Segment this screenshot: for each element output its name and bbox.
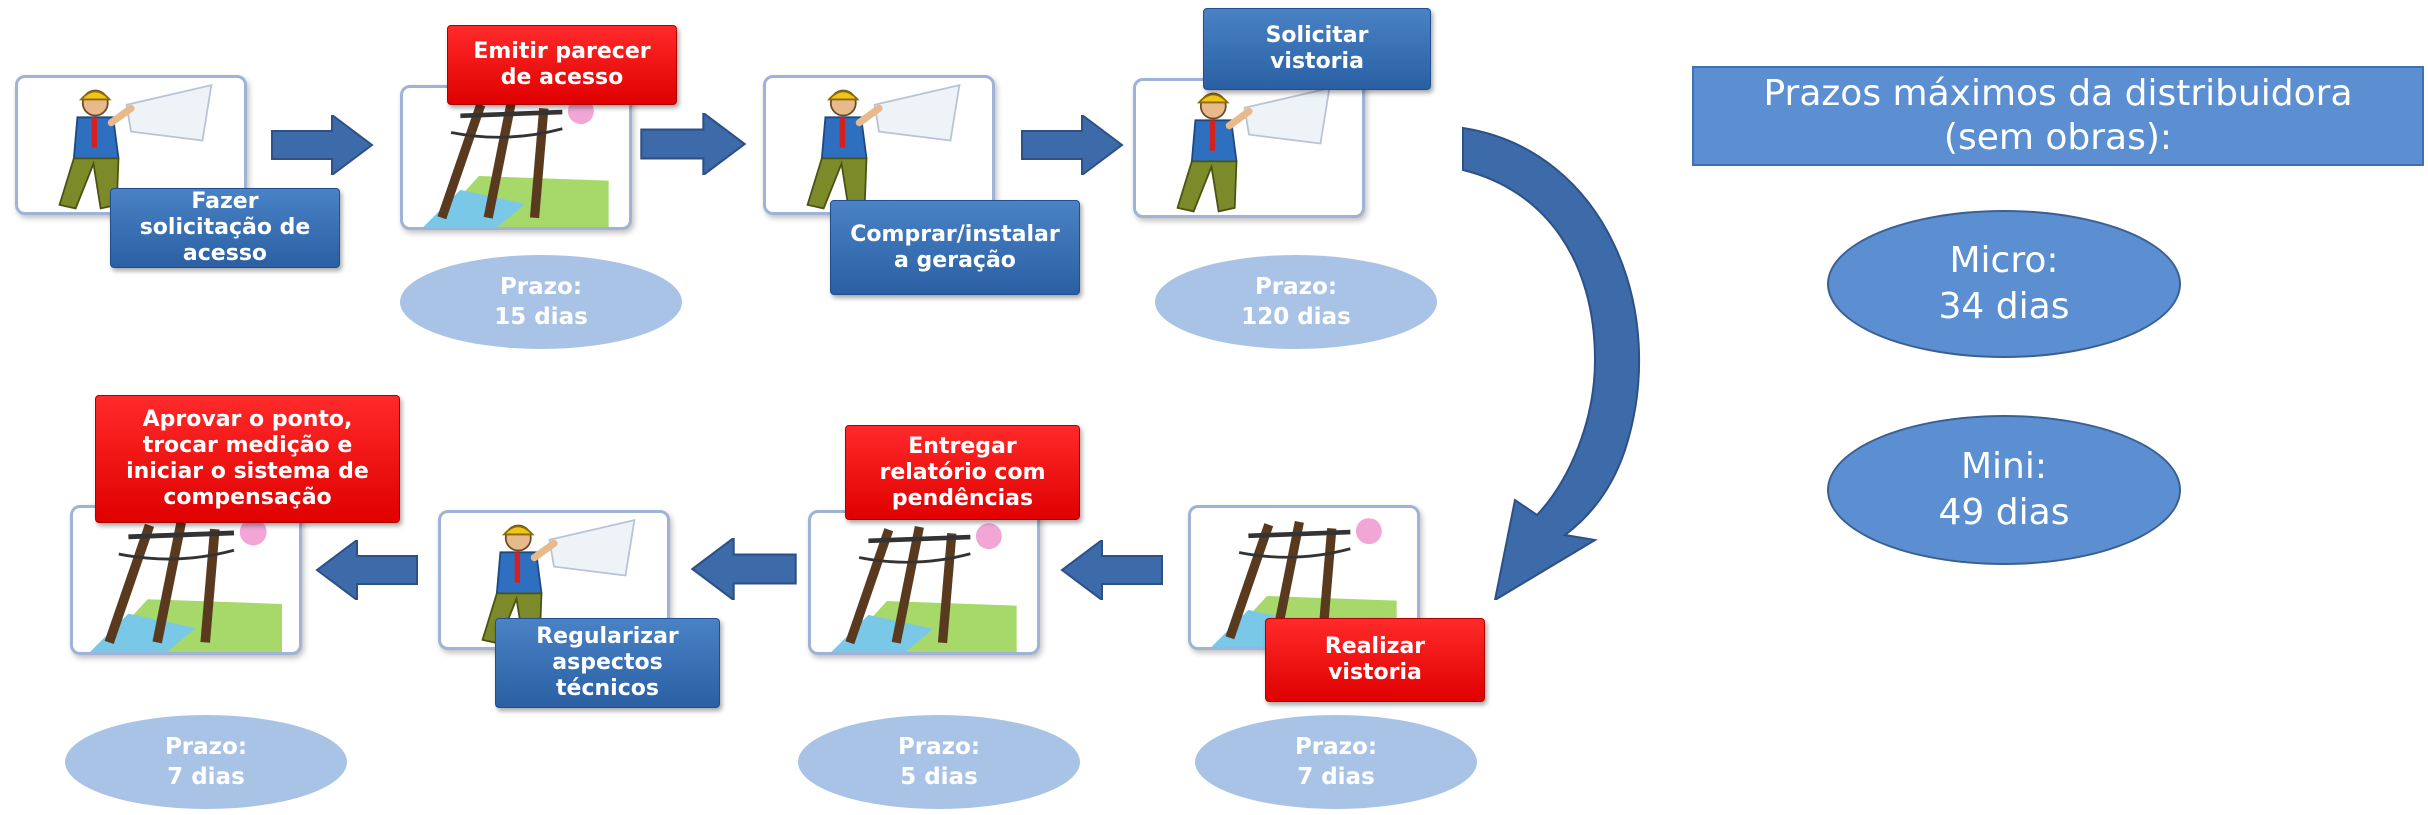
prazo-mini-oval: Mini: 49 dias: [1827, 415, 2181, 565]
power-poles-image: [400, 85, 632, 230]
prazo-7-dias-aprovar: Prazo: 7 dias: [65, 715, 347, 809]
step-realizar-vistoria: Realizar vistoria: [1265, 618, 1485, 702]
curved-return-arrow: [1462, 126, 1641, 600]
flow-arrow-right: [258, 115, 386, 175]
flow-arrow-right: [633, 113, 753, 175]
prazo-120-dias: Prazo: 120 dias: [1155, 255, 1437, 349]
flow-arrow-left: [303, 540, 431, 600]
step-solicitar-vistoria: Solicitar vistoria: [1203, 8, 1431, 90]
step-aprovar-ponto: Aprovar o ponto, trocar medição e inicia…: [95, 395, 400, 523]
prazo-7-dias-realizar: Prazo: 7 dias: [1195, 715, 1477, 809]
step-fazer-solicitacao: Fazer solicitação de acesso: [110, 188, 340, 268]
step-comprar-instalar: Comprar/instalar a geração: [830, 200, 1080, 295]
step-emitir-parecer: Emitir parecer de acesso: [447, 25, 677, 105]
prazo-micro-oval: Micro: 34 dias: [1827, 210, 2181, 358]
prazos-maximos-title: Prazos máximos da distribuidora (sem obr…: [1692, 66, 2424, 166]
worker-image: [1133, 78, 1365, 218]
power-poles-image: [70, 505, 302, 655]
step-entregar-relatorio: Entregar relatório com pendências: [845, 425, 1080, 520]
flow-arrow-right: [1006, 115, 1138, 175]
flow-arrow-left: [1048, 540, 1176, 600]
worker-image: [763, 75, 995, 215]
flow-arrow-left: [680, 538, 808, 600]
power-poles-image: [808, 510, 1040, 655]
prazo-5-dias: Prazo: 5 dias: [798, 715, 1080, 809]
prazo-15-dias: Prazo: 15 dias: [400, 255, 682, 349]
step-regularizar: Regularizar aspectos técnicos: [495, 618, 720, 708]
